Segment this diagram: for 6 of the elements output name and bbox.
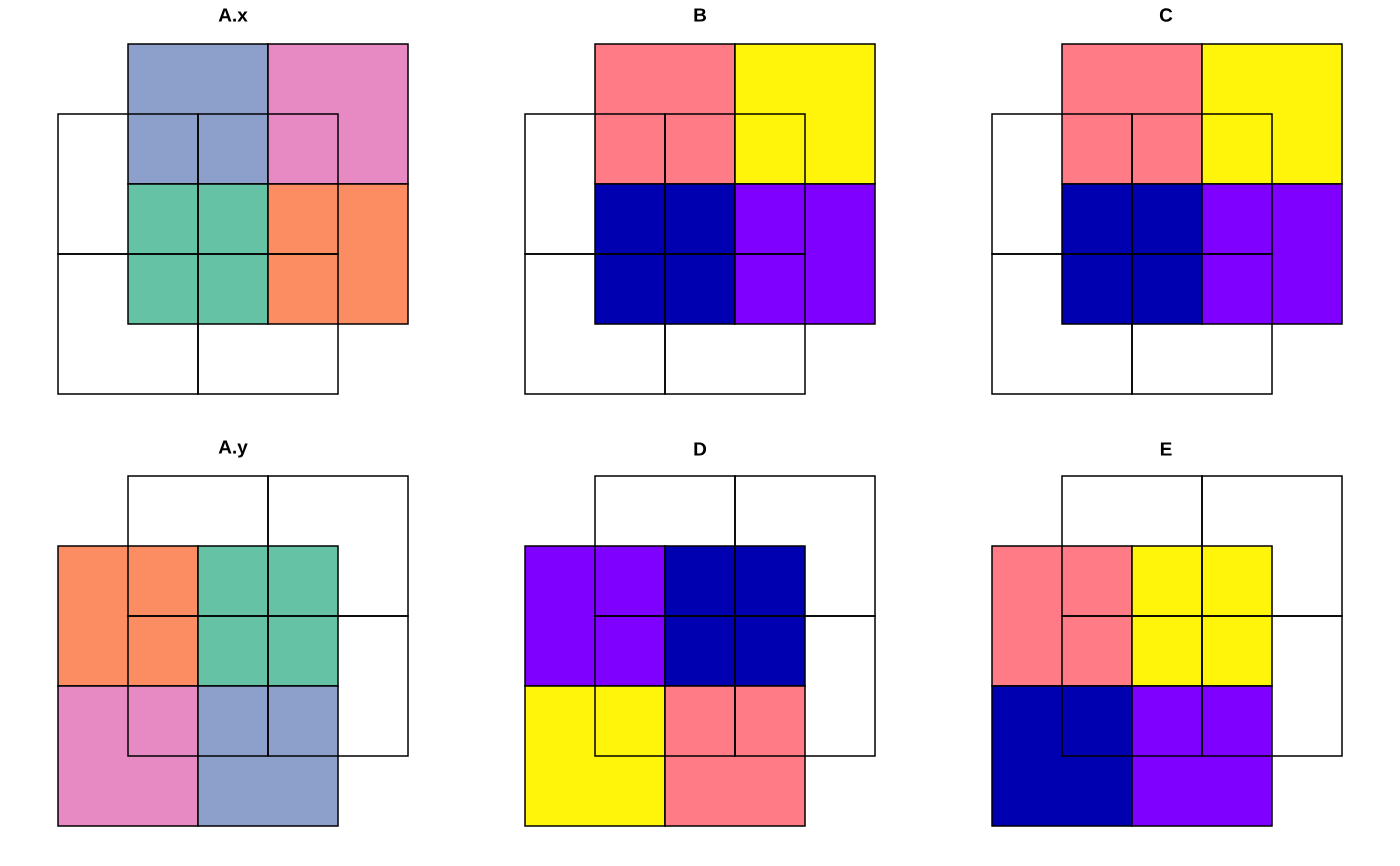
panel-title: A.y (218, 440, 248, 458)
panel-title: B (694, 8, 706, 22)
panel-title: D (694, 442, 707, 456)
panel-title: C (1159, 8, 1173, 22)
panel-title: A.x (218, 8, 248, 22)
panel-title: E (1160, 442, 1172, 456)
